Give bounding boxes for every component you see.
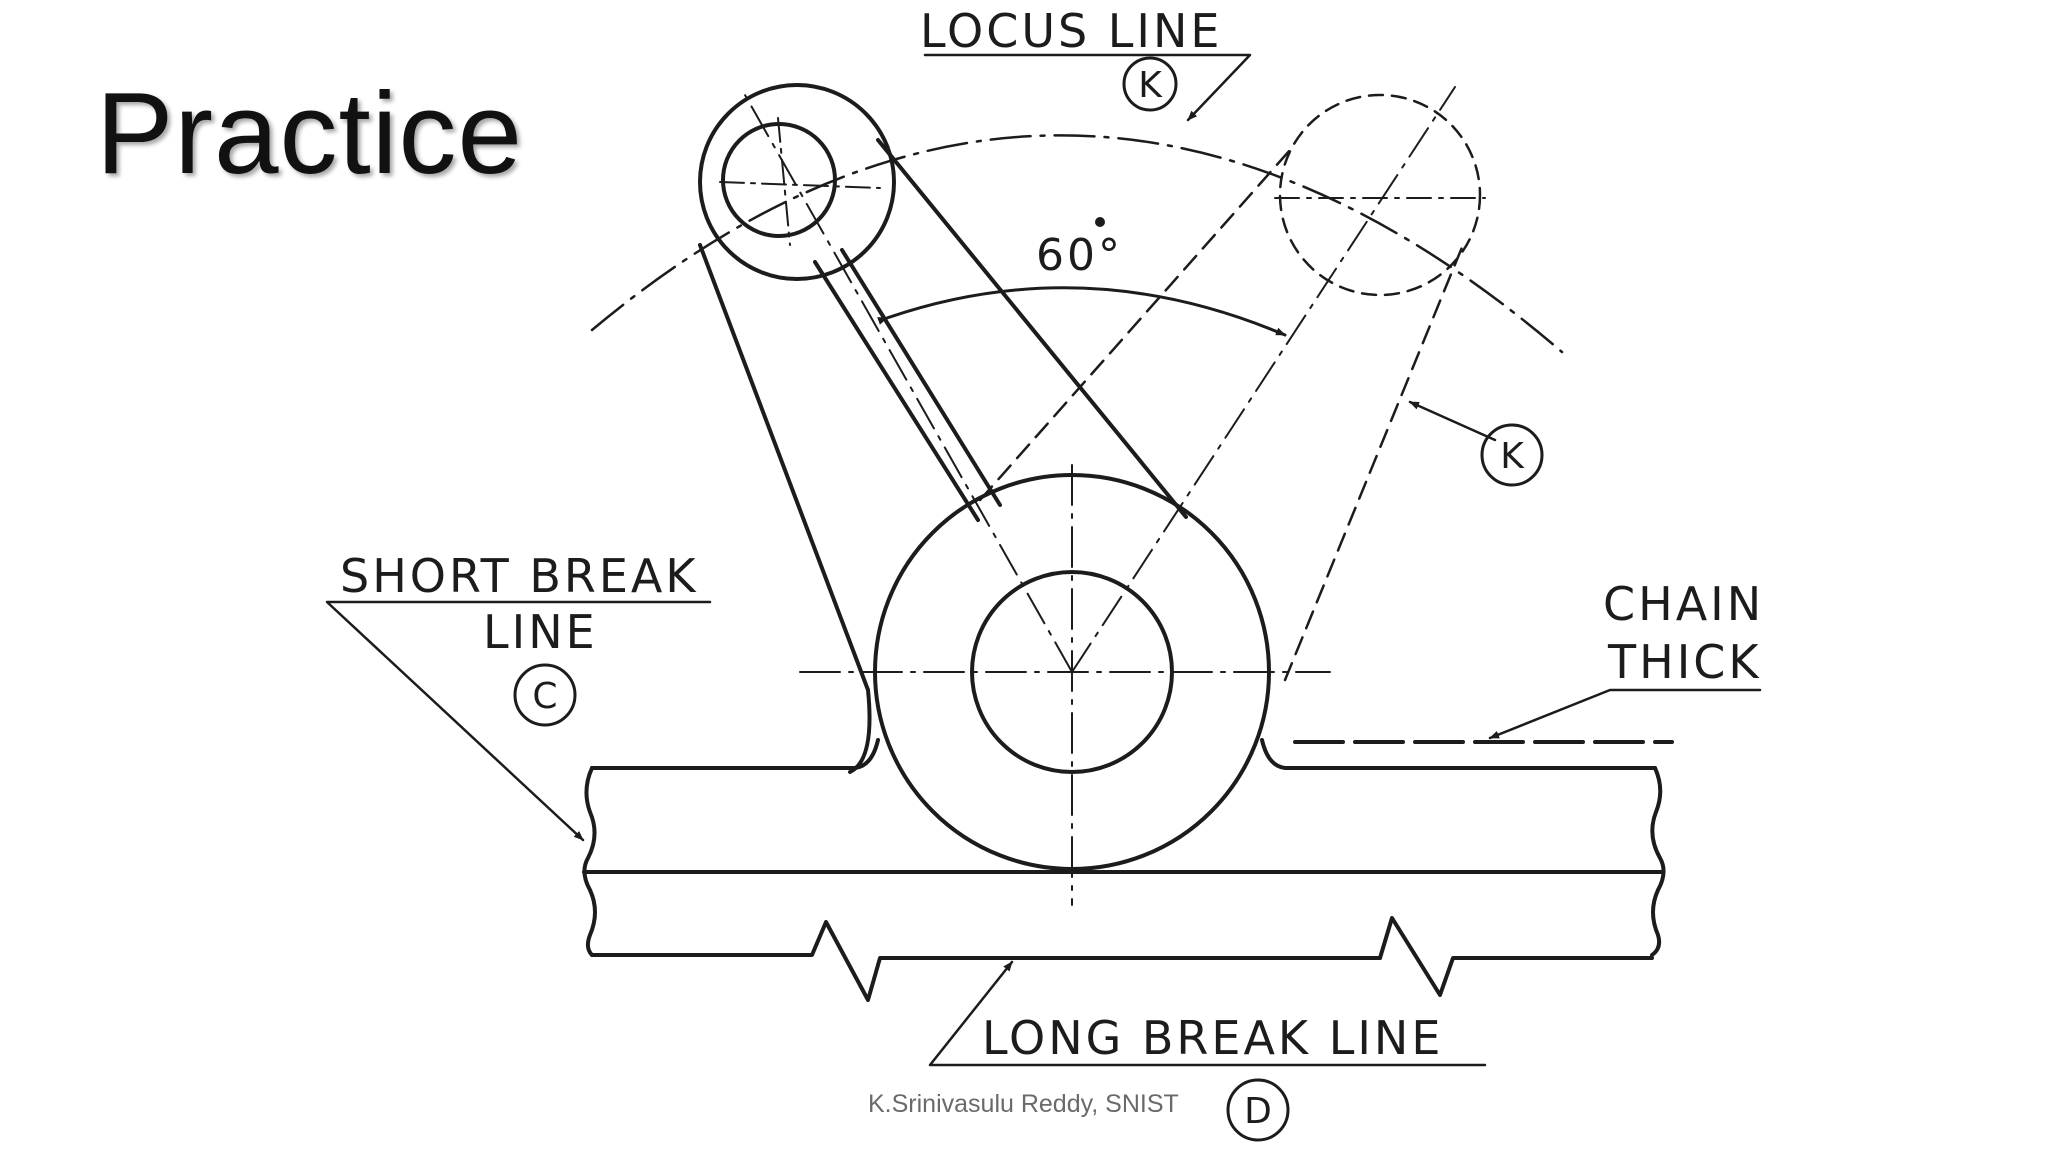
chain-thick-label-line2: THICK <box>1607 635 1762 689</box>
top-boss-h-center <box>719 181 881 189</box>
degree-dot <box>1095 217 1105 227</box>
top-boss-v-center <box>777 117 791 246</box>
slide-title: Practice <box>96 68 524 198</box>
k-marker-code: K <box>1500 436 1525 477</box>
long-break-code: D <box>1244 1091 1272 1132</box>
displaced-center-line <box>1071 86 1456 673</box>
slide-footer: K.Srinivasulu Reddy, SNIST <box>868 1090 1179 1118</box>
displaced-arm-line-left <box>978 148 1292 502</box>
angle-label: 60° <box>1036 230 1123 281</box>
base-top-left <box>590 738 880 770</box>
top-boss-outer <box>698 83 896 281</box>
short-break-left <box>582 766 597 957</box>
locus-leader <box>923 53 1252 122</box>
displaced-end-circle <box>1278 93 1482 297</box>
base-bottom-right <box>1378 916 1654 997</box>
short-break-label-line2: LINE <box>483 605 598 659</box>
lever-slot-outer <box>813 260 980 522</box>
short-break-code: C <box>532 676 557 717</box>
short-break-leader <box>325 600 712 842</box>
lever-slot-inner <box>840 248 1002 507</box>
long-break-code-circle <box>1226 1078 1290 1142</box>
short-break-code-circle <box>513 663 577 727</box>
base-top-right <box>1260 738 1657 770</box>
base-bottom-left <box>590 920 1382 1002</box>
k-code-circle <box>1480 423 1544 487</box>
locus-line-code: K <box>1138 65 1163 106</box>
short-break-right <box>1650 766 1666 957</box>
k-leader <box>1408 400 1497 442</box>
long-break-leader <box>928 960 1487 1067</box>
locus-code-circle <box>1122 56 1178 112</box>
chain-thick-label-line1: CHAIN <box>1603 577 1764 631</box>
displaced-arm-line-right <box>1283 238 1467 682</box>
locus-arc <box>590 134 1564 354</box>
short-break-label-line1: SHORT BREAK <box>340 549 699 603</box>
long-break-label: LONG BREAK LINE <box>982 1011 1443 1065</box>
chain-thick-leader <box>1488 688 1762 740</box>
top-boss-inner <box>721 122 837 238</box>
lever-right-edge <box>876 138 1188 519</box>
lever-left-edge <box>698 243 872 774</box>
angle-dimension-arc <box>877 286 1287 337</box>
locus-line-label: LOCUS LINE <box>920 4 1222 58</box>
